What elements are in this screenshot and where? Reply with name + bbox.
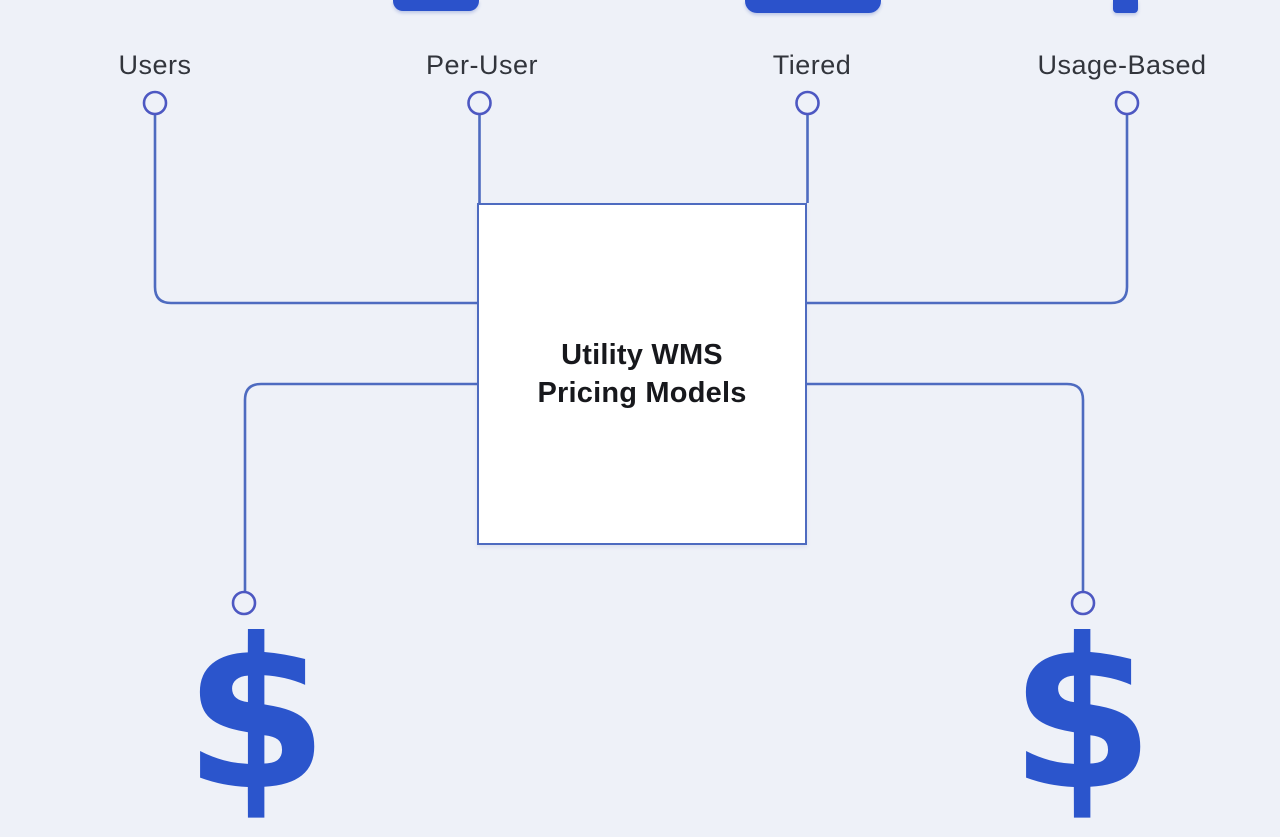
node-circle-per-user <box>467 90 492 116</box>
cutoff-icon-per-user <box>393 0 479 11</box>
connector-dollar-left <box>243 382 477 592</box>
node-circle-dollar-left <box>231 590 257 616</box>
center-title-box: Utility WMS Pricing Models <box>477 203 807 545</box>
cutoff-icon-tiered <box>745 0 881 13</box>
dollar-icon-left: $ <box>183 595 329 837</box>
connector-wires <box>142 90 1140 616</box>
node-circle-users <box>142 90 168 116</box>
dollar-icon-right: $ <box>1009 595 1155 837</box>
connector-users <box>153 114 477 305</box>
node-label-tiered: Tiered <box>772 50 852 80</box>
node-label-users: Users <box>118 50 192 80</box>
diagram-title-line2: Pricing Models <box>537 377 747 409</box>
node-circle-dollar-right <box>1070 590 1096 616</box>
connector-dollar-right <box>807 382 1085 592</box>
cutoff-icon-usage-based <box>1113 0 1138 13</box>
pricing-models-diagram: Users Per-User Tiered Usage-Based Utilit… <box>118 0 1207 820</box>
connector-usage-based <box>807 114 1129 305</box>
node-circle-tiered <box>795 90 820 116</box>
diagram-title-line1: Utility WMS <box>561 339 723 371</box>
node-circle-usage-based <box>1114 90 1140 116</box>
node-label-per-user: Per-User <box>425 50 539 80</box>
node-label-usage-based: Usage-Based <box>1037 50 1207 80</box>
